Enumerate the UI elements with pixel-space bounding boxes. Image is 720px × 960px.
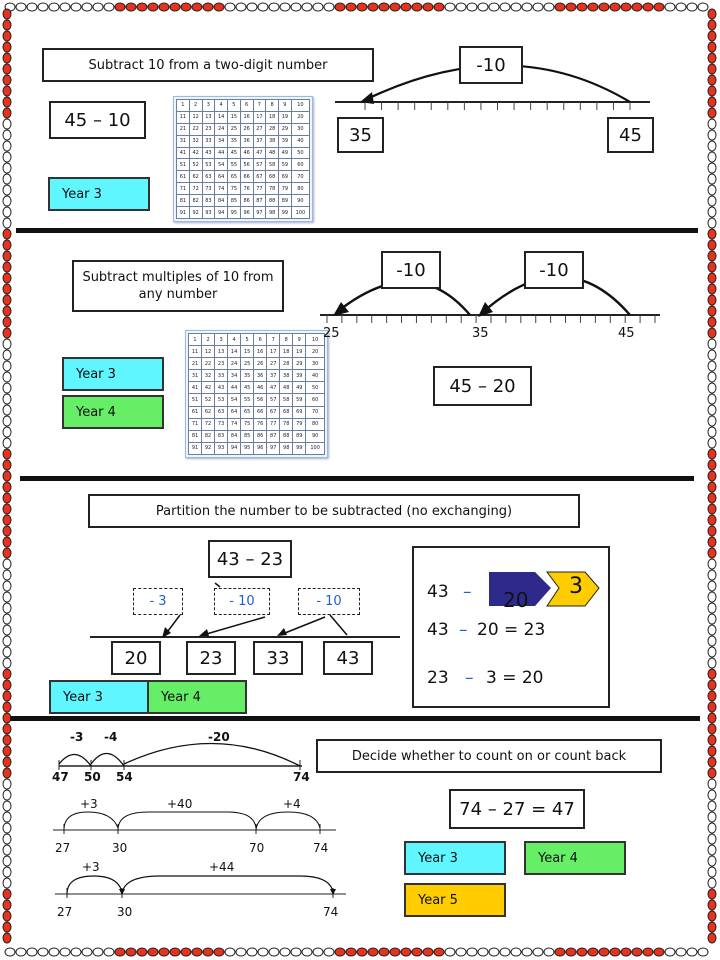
number-line-2: [320, 275, 660, 323]
back-number-47: 47: [52, 770, 69, 784]
section4-year4-tag[interactable]: Year 4: [524, 841, 626, 875]
section2-tick-35: 35: [472, 326, 489, 341]
on1-number-74: 74: [313, 841, 329, 855]
on1-jump-40: +40: [167, 797, 193, 811]
on2-number-74: 74: [323, 905, 339, 919]
count-back-number-line: [58, 742, 302, 770]
partition-line1-left: 43: [427, 620, 449, 640]
on2-number-30: 30: [117, 905, 133, 919]
partition-line2-left: 23: [427, 668, 449, 688]
count-on-number-line-1: [53, 811, 336, 834]
section3-year3-tag[interactable]: Year 3: [49, 680, 151, 714]
section3-year4-tag[interactable]: Year 4: [147, 680, 247, 714]
section3-title: Partition the number to be subtracted (n…: [88, 494, 580, 528]
partition-line2-right: 3 = 20: [486, 668, 544, 688]
on1-number-70: 70: [249, 841, 265, 855]
back-number-50: 50: [84, 770, 101, 784]
section1-year3-tag[interactable]: Year 3: [48, 177, 150, 211]
back-jump-3: -3: [70, 730, 84, 744]
partition-line2-minus: –: [465, 668, 474, 688]
partition-number-43: 43: [323, 641, 373, 675]
partition-lead-number: 43: [427, 582, 449, 602]
section-divider-1: [16, 228, 698, 233]
on2-jump-44: +44: [209, 860, 235, 874]
partition-line1-minus: –: [459, 620, 468, 640]
section1-expression: 45 – 10: [49, 101, 146, 139]
back-number-54: 54: [116, 770, 133, 784]
count-on-number-line-2: [55, 875, 346, 898]
section2-year3-tag[interactable]: Year 3: [62, 357, 164, 391]
section2-title: Subtract multiples of 10 from any number: [72, 260, 284, 312]
section3-expression: 43 – 23: [208, 540, 292, 578]
partition-line1-right: 20 = 23: [477, 620, 546, 640]
section-divider-2: [20, 476, 694, 481]
partition-tens-card: 20: [503, 588, 529, 612]
on2-number-27: 27: [57, 905, 73, 919]
section4-expression: 74 – 27 = 47: [449, 789, 585, 829]
section2-expression: 45 – 20: [433, 366, 532, 406]
on1-number-30: 30: [112, 841, 128, 855]
step-minus-10-b: - 10: [298, 588, 360, 615]
step-minus-3: - 3: [133, 588, 183, 615]
section1-start-number: 35: [337, 117, 384, 153]
on1-jump-4: +4: [283, 797, 301, 811]
section4-year5-tag[interactable]: Year 5: [404, 883, 506, 917]
section1-title: Subtract 10 from a two-digit number: [42, 48, 374, 82]
partition-arrow-cards: [489, 571, 600, 607]
section-divider-3: [10, 716, 700, 721]
section1-jump-label: -10: [459, 46, 523, 84]
on1-jump-3: +3: [80, 797, 98, 811]
partition-ones-card: 3: [569, 574, 583, 599]
section2-year4-tag[interactable]: Year 4: [62, 395, 164, 429]
partition-number-23: 23: [186, 641, 236, 675]
partition-number-33: 33: [253, 641, 303, 675]
on1-number-27: 27: [55, 841, 71, 855]
section2-jump2-label: -10: [524, 251, 584, 289]
back-jump-4: -4: [104, 730, 118, 744]
section4-year3-tag[interactable]: Year 3: [404, 841, 506, 875]
back-number-74: 74: [293, 770, 310, 784]
partition-lead-minus: –: [463, 582, 472, 602]
step-minus-10-a: - 10: [214, 588, 270, 615]
on2-jump-3: +3: [82, 860, 100, 874]
section1-end-number: 45: [607, 117, 654, 153]
section2-tick-25: 25: [323, 326, 340, 341]
section2-tick-45: 45: [618, 326, 635, 341]
partition-lines: [90, 582, 400, 638]
section4-title: Decide whether to count on or count back: [316, 739, 662, 773]
back-jump-20: -20: [208, 730, 230, 744]
section2-jump1-label: -10: [381, 251, 441, 289]
partition-number-20: 20: [111, 641, 161, 675]
